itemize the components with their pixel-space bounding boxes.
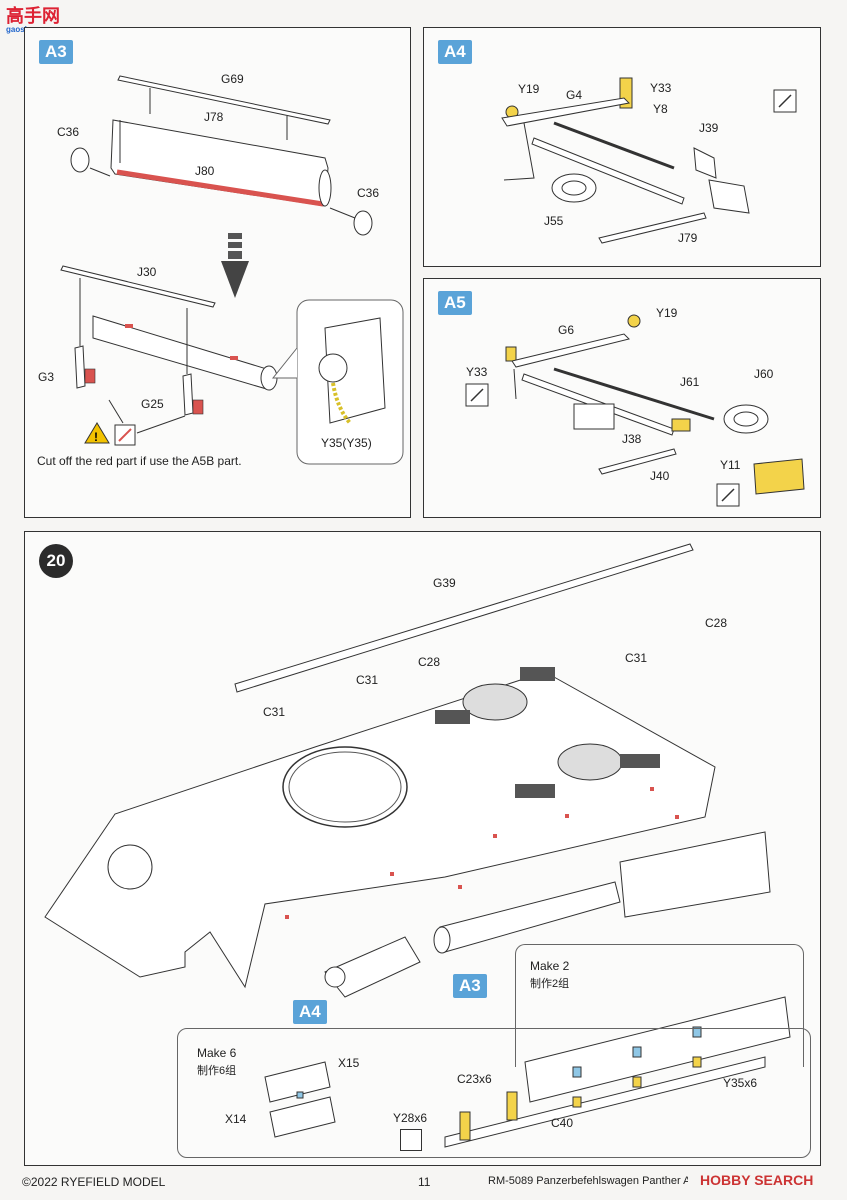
label-x15: X15 [338,1056,360,1070]
make2-bubble [515,944,804,1067]
a4-label-j55: J55 [544,214,564,228]
panel-a4: A4 Y19 G4 Y33 Y8 J39 J55 J79 [423,27,821,267]
label-c36-right: C36 [357,186,380,200]
label-c31-mid: C31 [356,673,379,687]
a4-label-y33: Y33 [650,81,672,95]
label-y35x6: Y35x6 [723,1076,758,1090]
label-c23x6: C23x6 [457,1072,492,1086]
footer-watermark: HOBBY SEARCH [700,1172,814,1188]
label-g3: G3 [38,370,55,384]
a5-label-y11: Y11 [720,458,741,472]
tag-a4-ref: A4 [293,1000,327,1024]
tag-a3: A3 [39,40,73,64]
a5-label-g6: G6 [558,323,575,337]
a4-label-y8: Y8 [653,102,668,116]
a5-label-j60: J60 [754,367,774,381]
make6-bubble [177,1028,811,1158]
tag-a3-ref: A3 [453,974,487,998]
make2-label: Make 2 [530,959,570,973]
footer-copyright: ©2022 RYEFIELD MODEL [22,1175,166,1189]
label-j78: J78 [204,110,224,124]
footer-page-number: 11 [418,1175,431,1189]
label-g25: G25 [141,397,164,411]
a3-drawing: ! [60,75,404,465]
a4-label-j79: J79 [678,231,698,245]
make6-label: Make 6 [197,1046,237,1060]
step20-drawing [44,543,791,1148]
step-number: 20 [39,544,73,578]
label-c28-right: C28 [705,616,728,630]
tag-a5: A5 [438,291,472,315]
tag-a4: A4 [438,40,472,64]
panel-step-20: 20 [24,531,821,1166]
a5-label-j40: J40 [650,469,670,483]
label-c40: C40 [551,1116,574,1130]
label-c31-right: C31 [625,651,648,665]
a4-drawing [501,77,797,244]
label-j30: J30 [137,265,157,279]
label-y28x6: Y28x6 [393,1111,428,1125]
label-c36-left: C36 [57,125,80,139]
svg-text:!: ! [94,430,98,444]
label-c28-mid: C28 [418,655,441,669]
label-j80: J80 [195,164,215,178]
label-g39: G39 [433,576,456,590]
panel-a5: A5 Y19 G6 Y33 J60 J61 J38 Y11 J40 [423,278,821,518]
site-logo-text: 高手网 [6,6,60,26]
panel-a3: A3 ! [24,27,411,518]
a5-label-j38: J38 [622,432,642,446]
a5-label-j61: J61 [680,375,700,389]
a5-label-y33: Y33 [466,365,488,379]
label-y35: Y35(Y35) [321,436,372,450]
footer-title: RM-5089 Panzerbefehlswagen Panther Ausfü… [488,1175,688,1187]
label-x14: X14 [225,1112,247,1126]
a4-label-g4: G4 [566,88,583,102]
a4-label-j39: J39 [699,121,719,135]
a4-label-y19: Y19 [518,82,540,96]
cement-icon [400,1129,422,1151]
make6-label-zh: 制作6组 [197,1065,237,1077]
a5-label-y19: Y19 [656,306,678,320]
a5-drawing [465,314,805,507]
make2-label-zh: 制作2组 [530,978,570,990]
label-c31-left: C31 [263,705,286,719]
a3-note: Cut off the red part if use the A5B part… [37,454,242,468]
label-g69: G69 [221,72,244,86]
